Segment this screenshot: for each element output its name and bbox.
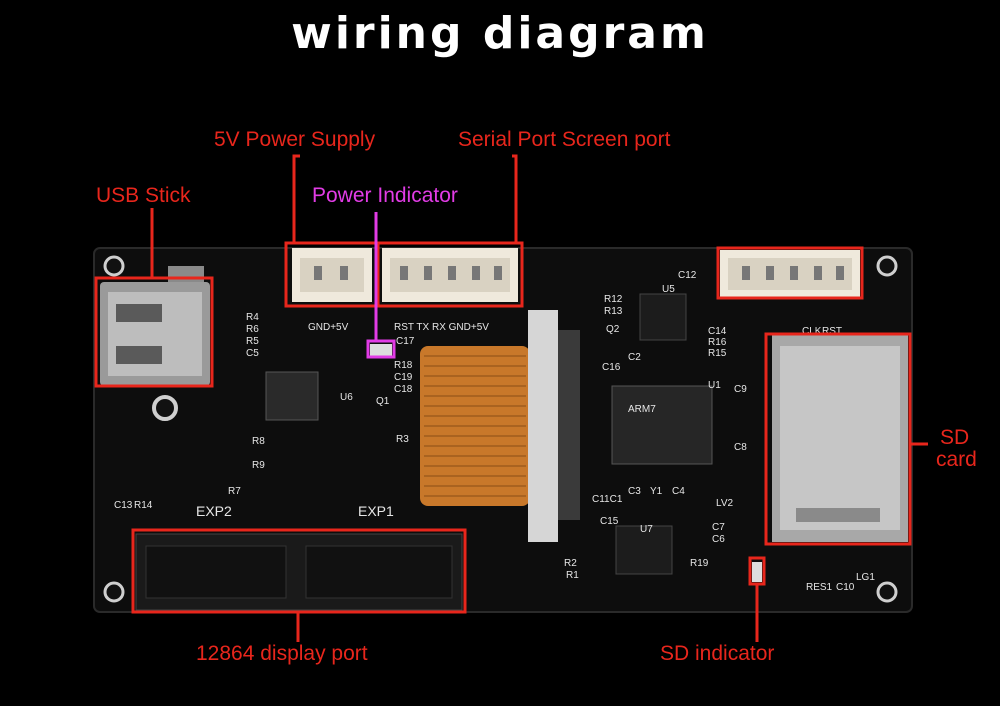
silk-lg1: LG1	[856, 572, 875, 583]
pin-header	[135, 533, 463, 611]
ribbon-cable	[420, 310, 580, 542]
silk-r18: R18	[394, 360, 413, 371]
label-serial-port: Serial Port Screen port	[458, 128, 671, 151]
silk-q2: Q2	[606, 324, 620, 335]
silk-r7: R7	[228, 486, 241, 497]
mcu-chip: ARM7	[611, 385, 713, 465]
power-supply-leader	[292, 154, 300, 243]
diagram-title: wiring diagram	[291, 8, 709, 59]
silk-r12: R12	[604, 294, 623, 305]
serial-connector	[382, 248, 518, 302]
label-sd-card-line1: SD	[940, 426, 970, 449]
sd-led	[752, 562, 762, 582]
usb-box	[94, 276, 214, 388]
silk-c14: C14	[708, 326, 727, 337]
silk-c15: C15	[600, 516, 619, 527]
silk-c12: C12	[678, 270, 697, 281]
silk-c8: C8	[734, 442, 747, 453]
silk-c4: C4	[672, 486, 685, 497]
silk-c10: C10	[836, 582, 855, 593]
u7-chip	[615, 525, 673, 575]
label-sd-card-line2: card	[936, 448, 977, 471]
top-right-connector	[720, 250, 860, 298]
silk-r16: R16	[708, 337, 727, 348]
u5-chip	[639, 293, 687, 341]
silk-r6: R6	[246, 324, 259, 335]
silk-c18: C18	[394, 384, 413, 395]
label-power-indicator: Power Indicator	[312, 184, 458, 207]
silk-q1: Q1	[376, 396, 390, 407]
silk-r19: R19	[690, 558, 709, 569]
silk-clk: CLK	[802, 326, 822, 337]
silk-y1: Y1	[650, 486, 663, 497]
silk-exp2: EXP2	[196, 503, 232, 519]
silk-res1: RES1	[806, 582, 833, 593]
silk-lv2: LV2	[716, 498, 733, 509]
label-power-supply: 5V Power Supply	[214, 128, 376, 151]
label-display-port: 12864 display port	[196, 642, 368, 665]
silk-c13: C13	[114, 500, 133, 511]
silk-c16: C16	[602, 362, 621, 373]
silk-c9: C9	[734, 384, 747, 395]
silk-serial-pins: RST TX RX GND+5V	[394, 322, 489, 333]
silk-u6: U6	[340, 392, 353, 403]
power-indicator-box	[366, 339, 396, 359]
silk-r5: R5	[246, 336, 259, 347]
silk-r2: R2	[564, 558, 577, 569]
silk-r3: R3	[396, 434, 409, 445]
silk-u7: U7	[640, 524, 653, 535]
label-usb-stick: USB Stick	[96, 184, 191, 207]
silk-r14: R14	[134, 500, 153, 511]
silk-r1: R1	[566, 570, 579, 581]
power-led	[370, 344, 392, 356]
silk-exp1: EXP1	[358, 503, 394, 519]
silk-power-pins: GND+5V	[308, 322, 349, 333]
silk-u1: U1	[708, 380, 721, 391]
serial-port-box	[376, 241, 524, 308]
silk-r9: R9	[252, 460, 265, 471]
silk-c11c1: C11C1	[592, 494, 623, 505]
silk-c2: C2	[628, 352, 641, 363]
silk-r4: R4	[246, 312, 259, 323]
silk-c5: C5	[246, 348, 259, 359]
silk-r8: R8	[252, 436, 265, 447]
power-connector	[292, 248, 372, 302]
leader-lines	[150, 154, 928, 642]
silk-rst: RST	[822, 326, 842, 337]
silk-u5: U5	[662, 284, 675, 295]
sd-card-slot	[772, 334, 908, 542]
silk-c19: C19	[394, 372, 413, 383]
label-sd-indicator: SD indicator	[660, 642, 775, 665]
serial-port-leader	[512, 154, 518, 243]
silk-r15: R15	[708, 348, 727, 359]
mounting-holes	[103, 255, 898, 603]
silk-r13: R13	[604, 306, 623, 317]
svg-text:ARM7: ARM7	[628, 404, 656, 415]
u6-regulator	[265, 371, 319, 421]
silk-c6: C6	[712, 534, 725, 545]
top-right-box	[716, 246, 864, 300]
usb-port	[100, 266, 210, 386]
silk-c7: C7	[712, 522, 725, 533]
silk-c17: C17	[396, 336, 415, 347]
silk-c3: C3	[628, 486, 641, 497]
sd-card-box	[764, 332, 912, 546]
